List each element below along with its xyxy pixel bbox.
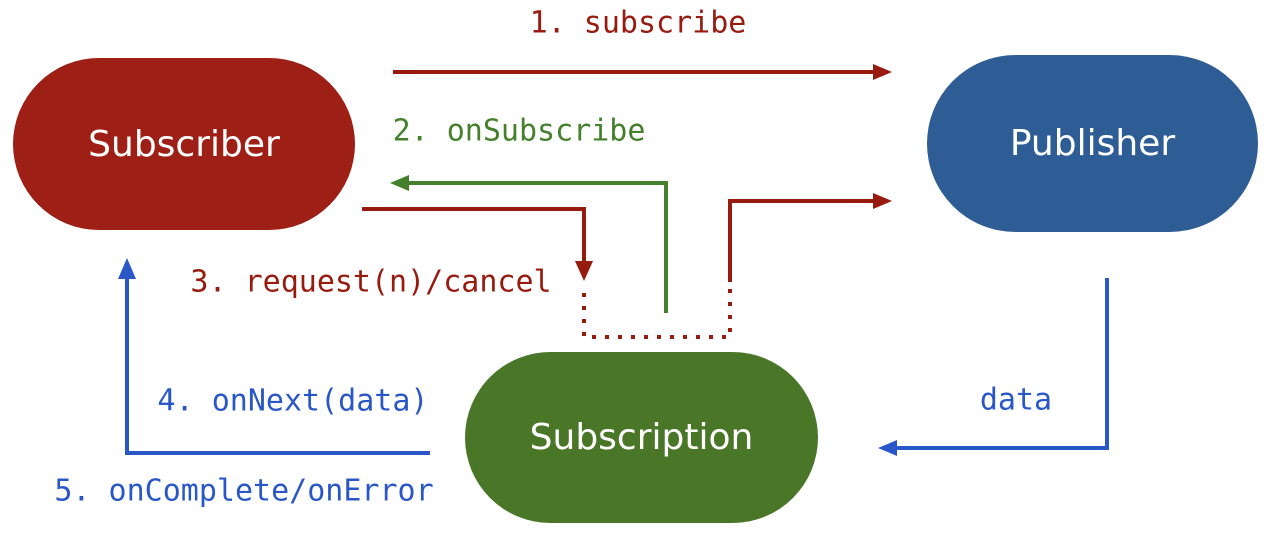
request-cancel-arrow: [362, 193, 892, 339]
on-next-label: 4. onNext(data): [157, 383, 429, 419]
subscribe-arrow: [393, 64, 892, 80]
request-forward-line: [728, 199, 875, 282]
request-cancel-line: [362, 207, 586, 263]
request-cancel-dotted-passthrough: [582, 283, 732, 339]
on-subscribe-label: 2. onSubscribe: [392, 113, 646, 149]
subscription-node: Subscription: [465, 352, 818, 523]
subscribe-arrowhead: [873, 64, 892, 80]
data-arrow-line: [895, 278, 1109, 450]
data-label: data: [979, 382, 1053, 418]
subscriber-node: Subscriber: [13, 58, 355, 230]
on-next-arrow: [118, 258, 430, 455]
on-subscribe-arrowhead: [390, 175, 409, 191]
publisher-node: Publisher: [927, 55, 1258, 232]
request-cancel-arrowhead: [575, 261, 593, 281]
on-subscribe-arrow-line: [407, 181, 668, 313]
data-arrowhead: [878, 440, 897, 456]
subscribe-label: 1. subscribe: [529, 5, 747, 41]
data-arrow: [878, 278, 1109, 456]
on-next-arrowhead: [118, 258, 136, 279]
request-cancel-label: 3. request(n)/cancel: [190, 264, 552, 300]
on-next-arrow-line: [125, 277, 430, 455]
publisher-node-label: Publisher: [1009, 123, 1176, 164]
subscription-node-label: Subscription: [529, 417, 754, 458]
on-complete-error-label: 5. onComplete/onError: [54, 473, 434, 509]
on-subscribe-arrow: [390, 175, 668, 313]
subscriber-node-label: Subscriber: [88, 123, 280, 165]
request-forward-arrowhead: [873, 193, 892, 209]
